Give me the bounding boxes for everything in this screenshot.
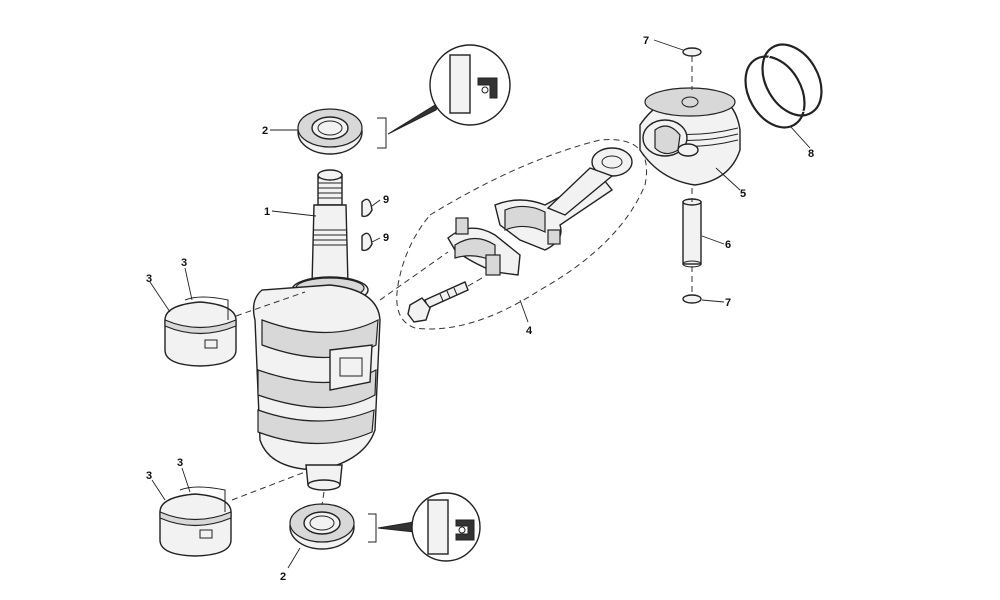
callout-5: 5 [740, 188, 746, 200]
piston-pin-clip-upper [682, 47, 702, 57]
assembly-line-lower-bearing [231, 471, 306, 501]
woodruff-key-lower [361, 232, 373, 252]
main-bearing-upper [164, 296, 237, 367]
connecting-rod-bolt [407, 281, 469, 323]
oil-seal-top [297, 108, 363, 155]
callout-3-lower-right: 3 [177, 457, 183, 469]
callout-6: 6 [725, 239, 731, 251]
callout-3-upper-right: 3 [181, 257, 187, 269]
assembly-line-bolt [467, 277, 483, 287]
main-bearing-lower [159, 486, 232, 557]
callout-9-lower: 9 [383, 232, 389, 244]
con-rod-group-outline [396, 139, 647, 330]
callout-9-upper: 9 [383, 194, 389, 206]
woodruff-key-upper [361, 198, 373, 218]
assembly-line-con-rod [379, 251, 449, 301]
callout-2-top: 2 [262, 125, 268, 137]
seal-detail-bottom [411, 492, 481, 562]
callout-2-bottom: 2 [280, 571, 286, 583]
detail-pointer-top [387, 100, 442, 135]
callout-3-lower-left: 3 [146, 470, 152, 482]
callout-3-upper-left: 3 [146, 273, 152, 285]
detail-pointer-bottom [377, 521, 415, 533]
piston-rings [744, 43, 823, 129]
callout-4: 4 [526, 325, 533, 337]
callout-7-bottom: 7 [725, 297, 731, 309]
detail-bracket-bottom [368, 513, 377, 543]
connecting-rod-cap [447, 217, 521, 276]
connecting-rod [494, 147, 633, 251]
crankshaft [252, 169, 381, 491]
oil-seal-bottom [289, 503, 355, 550]
leader-lines [149, 39, 811, 569]
callout-1: 1 [264, 206, 270, 218]
detail-bracket-top [377, 117, 387, 149]
callout-8: 8 [808, 148, 814, 160]
assembly-line-lower-seal [321, 491, 325, 506]
piston-pin [682, 198, 702, 268]
callout-labels: 1 2 2 3 3 3 3 4 5 6 7 7 8 9 9 [146, 35, 814, 583]
assembly-line-upper-bearing [235, 291, 306, 317]
seal-detail-top [429, 44, 511, 126]
piston [639, 87, 741, 186]
piston-pin-clip-lower [682, 294, 702, 304]
callout-7-top: 7 [643, 35, 649, 47]
